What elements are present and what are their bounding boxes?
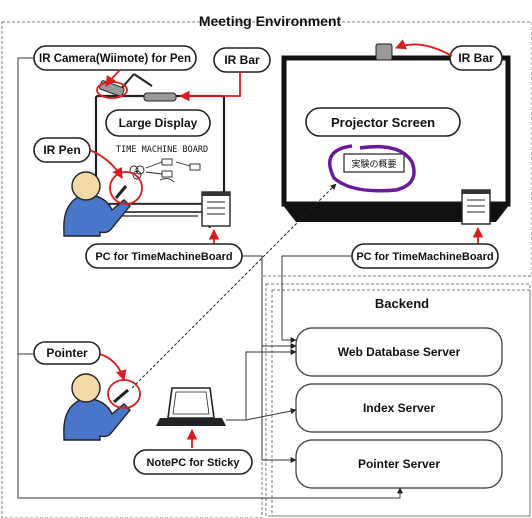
pc-right-label: PC for TimeMachineBoard [356, 251, 493, 263]
large-display-label: Large Display [119, 116, 198, 130]
ir-camera-label: IR Camera(Wiimote) for Pen [39, 53, 191, 65]
ir-bar-right-arrow [395, 39, 453, 57]
pointer-device-icon [113, 388, 129, 404]
ir-pen-icon [114, 185, 128, 199]
ir-pen-arrow [89, 149, 123, 179]
ir-bar-left-label-box [213, 47, 271, 73]
pointer-label-box [33, 341, 101, 365]
ir-bar-left-label: IR Bar [224, 53, 260, 67]
purple-highlight [328, 144, 416, 193]
pointer-beam [131, 183, 337, 389]
ir-pen-label: IR Pen [43, 143, 80, 157]
ir-bar-right-label: IR Bar [458, 51, 494, 65]
notepc-label: NotePC for Sticky [147, 457, 241, 469]
server-pointer-label: Pointer Server [358, 457, 440, 471]
projector-screen-label: Projector Screen [331, 115, 435, 130]
pointer-label: Pointer [46, 346, 88, 360]
ir-camera-arrow [105, 69, 121, 87]
meeting-environment-title: Meeting Environment [199, 13, 342, 29]
server-web-database-label: Web Database Server [338, 345, 461, 359]
large-display-label-box [105, 109, 211, 137]
board-logo: TIME MACHINE BOARD [116, 145, 208, 155]
pc-tower-icon [461, 189, 491, 225]
laptop-icon [156, 387, 226, 426]
person-icon [63, 373, 131, 441]
server-index-label: Index Server [363, 401, 435, 415]
ir-bar-icon [375, 43, 393, 61]
ir-bar-left-arrow [178, 72, 241, 102]
ir-bar-right-label-box [449, 45, 503, 71]
pc-tower-icon [201, 191, 231, 227]
backend-title: Backend [375, 296, 429, 311]
sticky-note-label: 実験の概要 [351, 158, 396, 170]
connection-lines [17, 57, 403, 499]
notepc-label-box [133, 449, 253, 475]
projector-label-box [305, 107, 461, 137]
sticky-note [343, 153, 405, 173]
server-index [295, 383, 503, 433]
board-sketch [129, 158, 201, 183]
backend-region [265, 283, 531, 517]
pointer-arrow [99, 353, 127, 382]
pc-left-label: PC for TimeMachineBoard [95, 251, 232, 263]
person-icon [63, 171, 131, 237]
ir-bar-icon [143, 92, 177, 102]
